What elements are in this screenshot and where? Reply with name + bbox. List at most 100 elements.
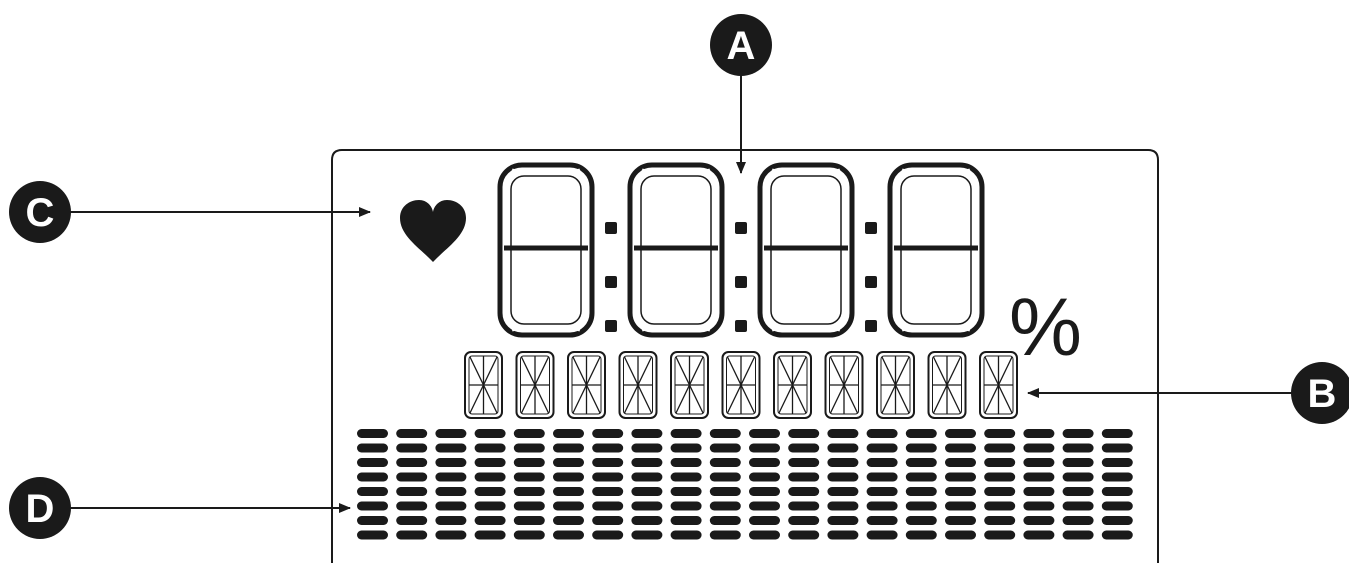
- digit-outline: [757, 162, 855, 338]
- bar-segment: [945, 530, 976, 540]
- bar-segment: [827, 443, 859, 453]
- bar-column: [631, 429, 663, 540]
- bar-segment: [631, 443, 663, 453]
- sixteen-segment-char: [824, 351, 864, 419]
- char-segment: [829, 356, 859, 414]
- bar-column: [866, 429, 898, 540]
- bar-segment: [1023, 530, 1055, 540]
- colon-dot: [865, 320, 877, 332]
- bar-segment: [945, 501, 976, 511]
- bar-segment: [984, 472, 1016, 482]
- bar-segment: [357, 530, 388, 540]
- bar-segment: [357, 458, 388, 467]
- bar-segment: [1101, 487, 1133, 496]
- bar-segment: [905, 487, 937, 496]
- bar-segment: [866, 530, 898, 540]
- bar-column: [1101, 429, 1133, 540]
- char-outline: [721, 351, 761, 419]
- segment-gap: [508, 168, 516, 180]
- bar-segment: [631, 530, 663, 540]
- bar-segment: [592, 516, 624, 525]
- bar-segment: [513, 472, 545, 482]
- bar-segment: [984, 501, 1016, 511]
- segment-gap: [768, 168, 776, 180]
- segment-gap: [966, 168, 974, 180]
- bar-segment: [866, 516, 898, 525]
- bar-segment: [1023, 472, 1055, 482]
- bar-segment: [631, 429, 663, 438]
- bar-segment: [866, 429, 898, 438]
- colon-dot: [605, 276, 617, 288]
- bar-segment: [670, 516, 702, 525]
- bar-column: [396, 429, 428, 540]
- bar-segment: [474, 458, 506, 467]
- bar-segment: [827, 530, 859, 540]
- bar-segment: [905, 516, 937, 525]
- callout-d-label: D: [26, 487, 55, 531]
- bar-segment: [1101, 516, 1133, 525]
- bar-segment: [1101, 472, 1133, 482]
- char-outline: [979, 351, 1018, 419]
- bar-segment: [945, 472, 976, 482]
- bar-segment: [396, 443, 428, 453]
- bar-segment: [827, 458, 859, 467]
- segment-gap: [638, 320, 646, 332]
- alphanumeric-display: [464, 351, 1018, 419]
- bar-segment: [1023, 487, 1055, 496]
- char-outline: [824, 351, 864, 419]
- bar-segment: [945, 429, 976, 438]
- bar-segment: [945, 487, 976, 496]
- bar-segment: [709, 516, 741, 525]
- bar-segment: [749, 458, 780, 467]
- segment-gap: [768, 320, 776, 332]
- bar-segment: [788, 429, 820, 438]
- bar-segment: [592, 458, 624, 467]
- char-segment: [572, 356, 601, 414]
- bar-segment: [905, 429, 937, 438]
- sixteen-segment-char: [567, 351, 606, 419]
- segment-gap: [836, 320, 844, 332]
- colon-separators: [605, 222, 877, 332]
- bar-segment: [749, 429, 780, 438]
- char-outline: [876, 351, 915, 419]
- callout-c: C: [9, 181, 71, 243]
- bar-segment: [905, 501, 937, 511]
- bar-segment: [827, 501, 859, 511]
- bar-segment: [357, 501, 388, 511]
- callout-b-label: B: [1308, 372, 1337, 416]
- bar-segment: [788, 443, 820, 453]
- bar-segment: [357, 443, 388, 453]
- bar-column: [827, 429, 859, 540]
- char-outline: [670, 351, 709, 419]
- bar-segment: [513, 458, 545, 467]
- bar-segment: [827, 429, 859, 438]
- lcd-panel-frame: [331, 149, 1159, 563]
- bar-segment: [670, 429, 702, 438]
- bar-segment: [827, 487, 859, 496]
- segment-gap: [966, 320, 974, 332]
- bar-segment: [631, 516, 663, 525]
- bar-segment: [1062, 516, 1094, 525]
- char-segment: [675, 356, 704, 414]
- bar-segment: [553, 458, 584, 467]
- char-segment: [623, 356, 653, 414]
- bar-segment: [513, 487, 545, 496]
- bar-segment: [749, 472, 780, 482]
- bar-column: [670, 429, 702, 540]
- bar-segment: [592, 530, 624, 540]
- bar-segment: [866, 472, 898, 482]
- bar-segment: [474, 516, 506, 525]
- bar-segment: [631, 487, 663, 496]
- bar-segment: [474, 501, 506, 511]
- bar-column: [553, 429, 584, 540]
- bar-segment: [396, 501, 428, 511]
- bar-segment: [357, 429, 388, 438]
- bar-segment: [1062, 487, 1094, 496]
- colon-dot: [735, 320, 747, 332]
- bar-segment: [670, 530, 702, 540]
- bar-segment: [1023, 458, 1055, 467]
- digit-outline: [497, 162, 595, 338]
- colon-dot: [735, 276, 747, 288]
- bar-segment: [749, 487, 780, 496]
- bar-segment: [474, 443, 506, 453]
